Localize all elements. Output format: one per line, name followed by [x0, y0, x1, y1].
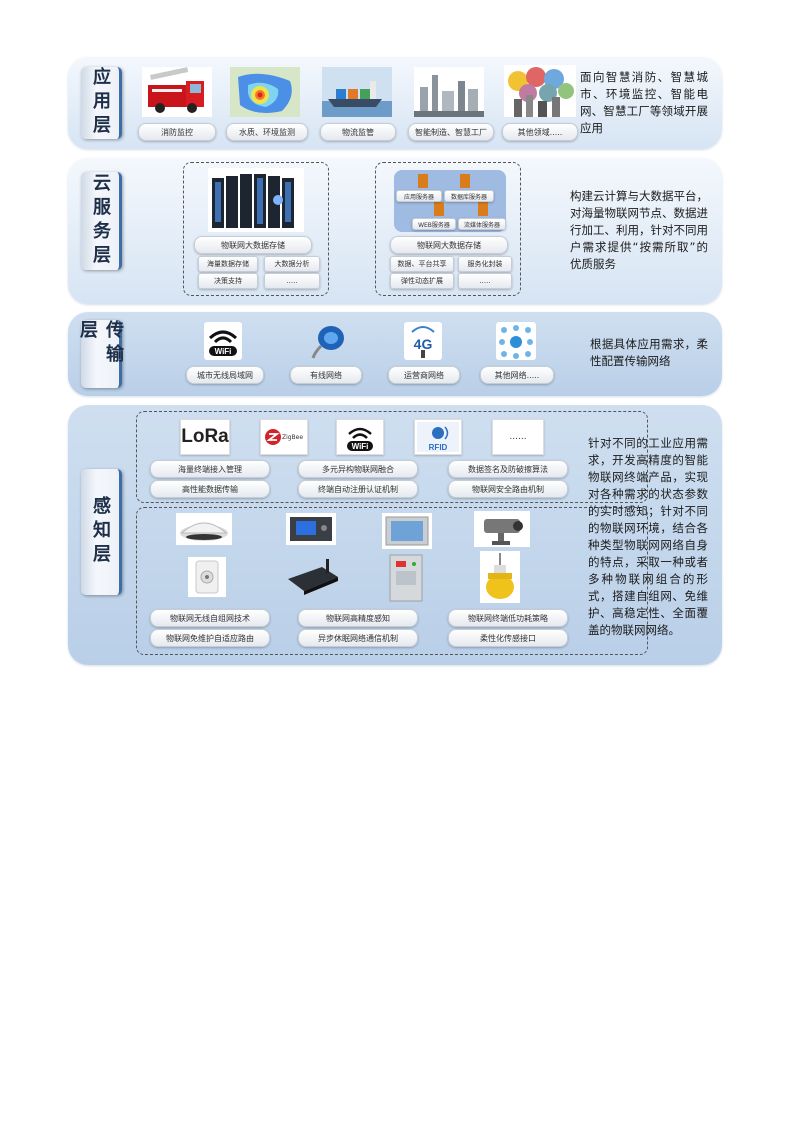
4g-icon: 4G: [404, 322, 442, 360]
application-layer-description: 面向智慧消防、智慧城市、环境监控、智能电网、智慧工厂等领域开展应用: [580, 70, 708, 135]
sense-top-cap-6: 物联网安全路由机制: [448, 480, 568, 498]
wifi-icon-text: WiFi: [215, 347, 232, 356]
app-caption-water: 水质、环境监测: [226, 123, 308, 141]
cloud-left-cell-4: .....: [264, 273, 320, 289]
other-network-icon: [496, 322, 536, 360]
zigbee-logo: ZigBee: [260, 419, 308, 455]
sense-top-cap-5: 终端自动注册认证机制: [298, 480, 418, 498]
weather-station-image: [480, 551, 520, 603]
sense-bottom-cap-6: 柔性化传感接口: [448, 629, 568, 647]
logistics-image: [322, 67, 392, 117]
display-controller-image: [286, 513, 336, 545]
wifi-logo-text: WiFi: [352, 442, 369, 451]
transport-caption-carrier: 运营商网络: [388, 366, 460, 384]
4g-icon-text: 4G: [414, 336, 433, 352]
cloud-left-cell-1: 海量数据存储: [198, 256, 258, 272]
sense-top-cap-1: 海量终端接入管理: [150, 460, 270, 478]
app-caption-fire: 消防监控: [138, 123, 216, 141]
cloud-right-cell-1: 数据、平台共享: [390, 256, 454, 272]
dome-sensor-image: [176, 513, 232, 545]
heatmap-image: [230, 67, 300, 117]
transport-caption-other: 其他网络.....: [480, 366, 554, 384]
sense-bottom-cap-4: 物联网免维护自适应路由: [150, 629, 270, 647]
smart-city-image: [504, 65, 576, 117]
transport-layer-description: 根据具体应用需求，柔性配置传输网络: [590, 337, 708, 368]
cloud-service-layer: 云服务层 物联网大数据存储 海量数据存储 大数据分析 决策支持 ..... 应用…: [68, 158, 722, 304]
wired-network-icon: [309, 322, 347, 360]
app-caption-factory: 智能制造、智慧工厂: [408, 123, 494, 141]
server-rack-image: [208, 168, 304, 232]
more-protocols-text: ......: [509, 432, 527, 442]
more-protocols-box: ......: [492, 419, 544, 455]
touch-panel-image: [382, 513, 432, 549]
lora-logo: LoRa: [180, 419, 230, 455]
cloud-layer-tag: 云服务层: [81, 172, 122, 270]
cloud-left-cell-2: 大数据分析: [264, 256, 320, 272]
zigbee-logo-text: ZigBee: [281, 433, 304, 441]
server-label-db: 数据库服务器: [444, 190, 494, 202]
app-caption-logistics: 物流监管: [320, 123, 396, 141]
camera-image: [474, 511, 530, 547]
sense-top-cap-3: 数据签名及防破擦算法: [448, 460, 568, 478]
sense-bottom-cap-1: 物联网无线自组网技术: [150, 609, 270, 627]
wifi-logo: WiFi: [336, 419, 384, 455]
sense-top-cap-2: 多元异构物联网融合: [298, 460, 418, 478]
application-layer: 应用层 消防监控 水质、环境监测 物流监管: [68, 57, 722, 149]
fire-truck-image: [142, 67, 212, 117]
sensing-layer-description: 针对不同的工业应用需求，开发高精度的智能物联网终端产品，实现对各种需求的状态参数…: [588, 436, 708, 637]
factory-image: [414, 67, 484, 117]
sensing-layer: 感知层 LoRa ZigBee WiFi RFID ...... 海量终端接入管…: [68, 405, 722, 665]
cloud-left-title: 物联网大数据存储: [194, 236, 312, 254]
protocol-group: [136, 411, 648, 503]
transport-layer-tag: 传输层: [77, 320, 124, 388]
sense-bottom-cap-5: 异步休眠网络通信机制: [298, 629, 418, 647]
app-caption-other: 其他领域.....: [502, 123, 578, 141]
cloud-storage-group: [183, 162, 329, 296]
gateway-router-image: [282, 557, 342, 597]
sense-bottom-cap-3: 物联网终端低功耗策略: [448, 609, 568, 627]
device-group: [136, 507, 648, 655]
cloud-layer-description: 构建云计算与大数据平台，对海量物联网节点、数据进行加工、利用，针对不同用户需求提…: [570, 189, 708, 271]
transport-caption-wlan: 城市无线局域网: [186, 366, 264, 384]
cloud-right-cell-4: .....: [458, 273, 512, 289]
control-cabinet-image: [386, 553, 426, 603]
rfid-logo: RFID: [414, 419, 462, 455]
wall-sensor-image: [188, 557, 226, 597]
server-label-stream: 流媒体服务器: [458, 218, 506, 230]
server-label-web: WEB服务器: [412, 218, 456, 230]
transport-layer: 传输层 WiFi 城市无线局域网 有线网络 4G 运营商网络 其他网络: [68, 312, 722, 396]
server-label-app: 应用服务器: [396, 190, 442, 202]
sense-top-cap-4: 高性能数据传输: [150, 480, 270, 498]
sensing-layer-tag: 感知层: [81, 469, 122, 595]
sense-bottom-cap-2: 物联网高精度感知: [298, 609, 418, 627]
transport-caption-wired: 有线网络: [290, 366, 362, 384]
cloud-right-cell-2: 服务化封装: [458, 256, 512, 272]
lora-logo-text: LoRa: [181, 426, 229, 447]
application-layer-tag: 应用层: [81, 67, 122, 139]
wifi-icon: WiFi: [204, 322, 242, 360]
rfid-logo-text: RFID: [429, 443, 448, 452]
cloud-left-cell-3: 决策支持: [198, 273, 258, 289]
cloud-server-group: [375, 162, 521, 296]
cloud-right-title: 物联网大数据存储: [390, 236, 508, 254]
cloud-right-cell-3: 弹性动态扩展: [390, 273, 454, 289]
